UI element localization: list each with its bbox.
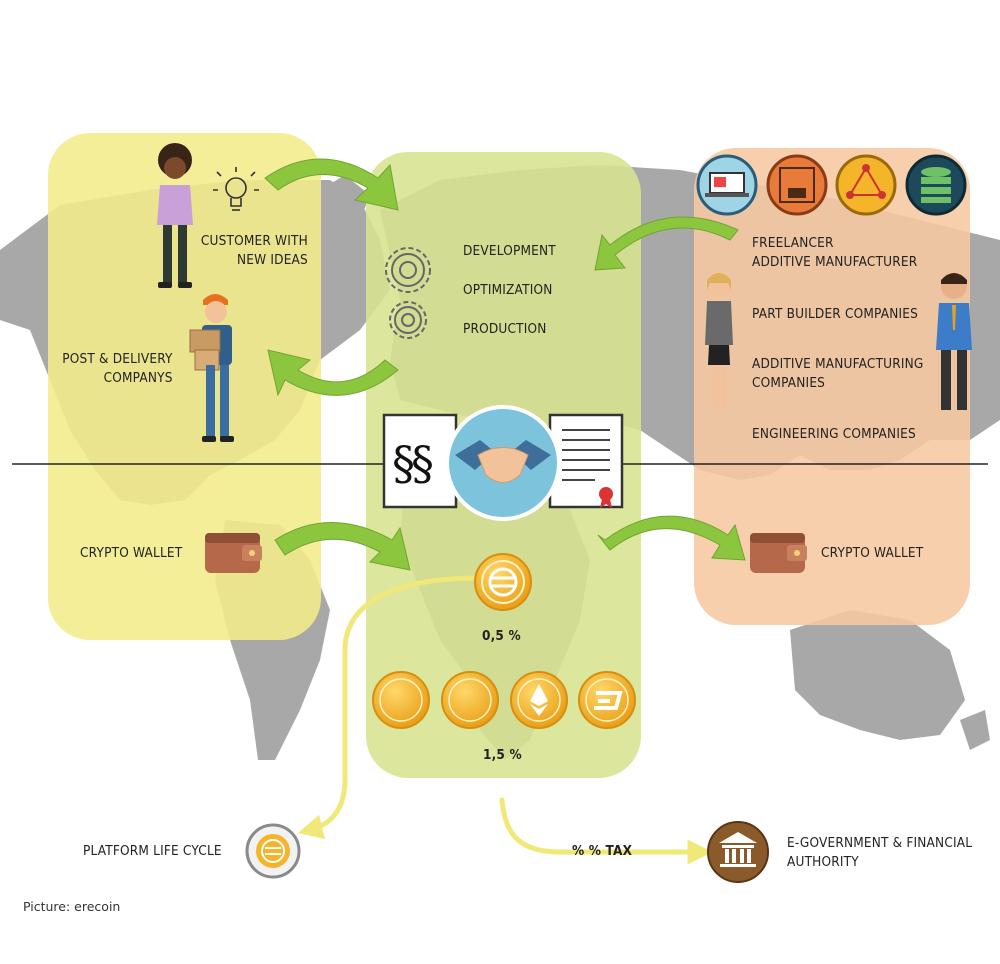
development-label: DEVELOPMENT xyxy=(463,243,556,259)
erecoin-icon xyxy=(474,553,532,611)
laptop-icon xyxy=(696,154,758,216)
network-icon xyxy=(835,154,897,216)
picture-credit: Picture: erecoin xyxy=(23,899,121,914)
engineer-figure xyxy=(936,273,972,410)
paragraph-symbol: §§ xyxy=(392,436,434,490)
bank-icon xyxy=(707,821,769,883)
customer-panel xyxy=(48,133,321,640)
database-icon xyxy=(905,154,967,216)
post-delivery-label: POST & DELIVERY COMPANYS xyxy=(62,351,173,386)
arrow-wallet-to-platform xyxy=(274,522,411,571)
tax-flow-line xyxy=(499,797,713,865)
lightbulb-icon xyxy=(213,167,259,211)
authority-label: E-GOVERNMENT & FINANCIAL AUTHORITY xyxy=(787,835,973,870)
optimization-label: OPTIMIZATION xyxy=(463,282,553,298)
green-arrows xyxy=(264,158,746,571)
wallet-icon xyxy=(750,533,807,573)
freelancer-label: FREELANCER ADDITIVE MANUFACTURER xyxy=(752,235,918,270)
additive-companies-label: ADDITIVE MANUFACTURING COMPANIES xyxy=(752,356,924,391)
arrow-supplier-to-platform xyxy=(594,216,739,271)
arrow-platform-to-post xyxy=(267,349,399,397)
tax-label: % % TAX xyxy=(572,843,633,859)
right-wallet-label: CRYPTO WALLET xyxy=(821,545,924,561)
supplier-panel xyxy=(694,148,970,625)
platform-lifecycle-label: PLATFORM LIFE CYCLE xyxy=(83,843,222,859)
gear-icon xyxy=(385,247,431,339)
3d-printer-icon xyxy=(766,154,828,216)
handshake-icon xyxy=(445,405,561,521)
dash-icon xyxy=(578,671,636,729)
engineering-label: ENGINEERING COMPANIES xyxy=(752,426,916,442)
bitcoin-icon xyxy=(372,671,430,729)
delivery-figure xyxy=(189,294,234,442)
customer-label: CUSTOMER WITH NEW IDEAS xyxy=(200,233,308,268)
platform-fee-label: 0,5 % xyxy=(482,628,521,644)
freelancer-figure xyxy=(705,273,733,410)
ethereum-icon xyxy=(510,671,568,729)
part-builder-label: PART BUILDER COMPANIES xyxy=(752,306,919,322)
customer-figure xyxy=(157,143,193,288)
wallet-icon xyxy=(205,533,262,573)
platform-flow-line xyxy=(297,575,481,840)
litecoin-icon xyxy=(441,671,499,729)
platform-lifecycle-icon xyxy=(245,823,301,879)
arrow-customer-to-platform xyxy=(264,158,399,211)
production-label: PRODUCTION xyxy=(463,321,547,337)
crypto-fee-label: 1,5 % xyxy=(483,747,522,763)
left-wallet-label: CRYPTO WALLET xyxy=(80,545,183,561)
arrow-platform-to-wallet xyxy=(597,515,746,561)
certificate-icon xyxy=(548,413,624,509)
